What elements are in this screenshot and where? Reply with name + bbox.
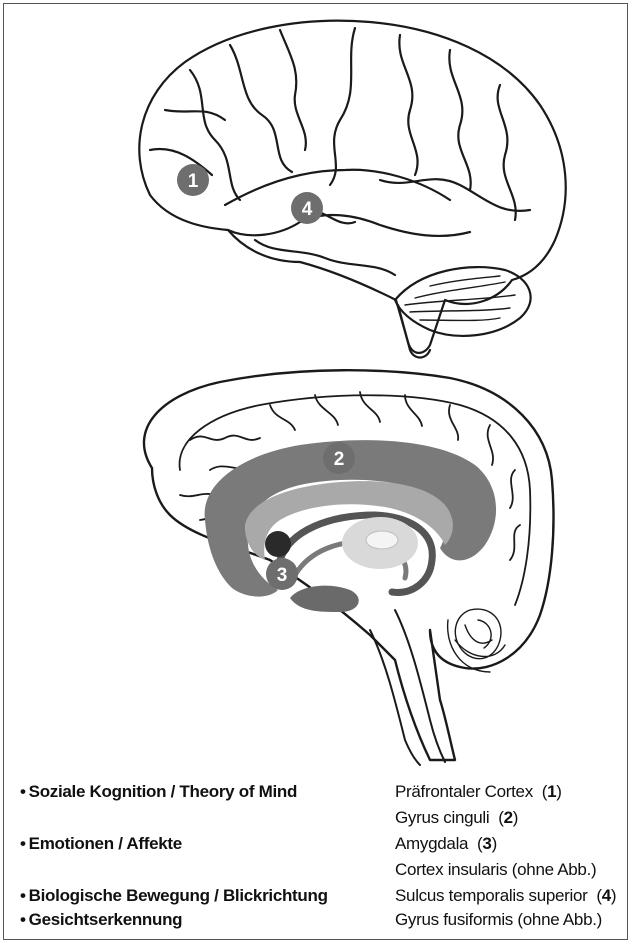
sagittal-brain (144, 370, 554, 765)
marker-1: 1 (177, 164, 209, 196)
marker-2-label: 2 (334, 449, 345, 470)
marker-4: 4 (291, 192, 323, 224)
marker-3-label: 3 (277, 565, 288, 586)
marker-3: 3 (266, 558, 298, 590)
marker-2: 2 (323, 442, 355, 474)
marker-4-label: 4 (302, 199, 313, 220)
marker-1-label: 1 (188, 171, 199, 192)
